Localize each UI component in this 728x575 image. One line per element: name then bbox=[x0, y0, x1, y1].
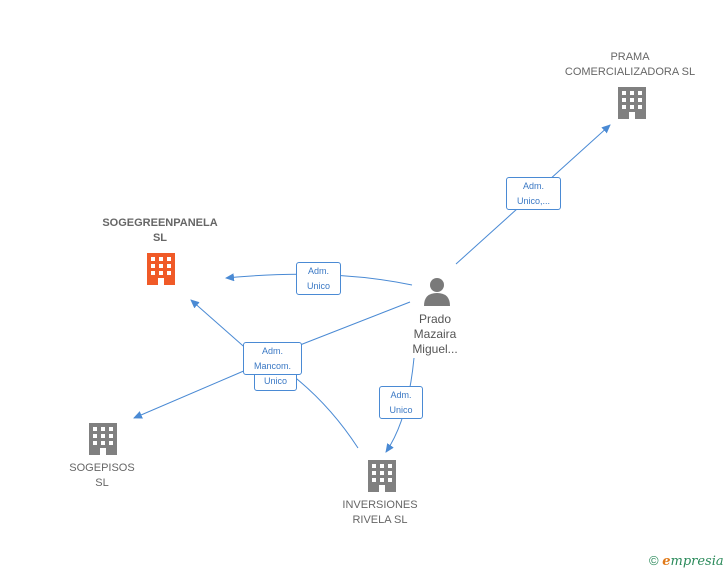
edge-label-adm-unico-prama[interactable]: Adm. Unico,... bbox=[506, 177, 561, 210]
edge-mancom-inversiones bbox=[291, 374, 359, 449]
sogepisos-label-line-1: SOGEPISOS bbox=[69, 462, 135, 474]
prama-label-line-2: COMERCIALIZADORA SL bbox=[564, 66, 696, 78]
edge-label-line-2: Unico,... bbox=[516, 196, 550, 206]
logo-e: e bbox=[662, 554, 671, 569]
edge-label-adm-unico-sogegreenpanela[interactable]: Adm. Unico bbox=[296, 262, 341, 295]
edge-label-line-1: Adm. bbox=[307, 266, 329, 276]
sogegreenpanela-label-line-2: SL bbox=[152, 232, 168, 244]
empresia-logo: empresia bbox=[662, 554, 723, 569]
prama-label[interactable]: PRAMA COMERCIALIZADORA SL bbox=[545, 50, 715, 80]
edge-mancom-sogepisos bbox=[133, 369, 247, 419]
prama-building-icon[interactable] bbox=[618, 87, 646, 119]
inversiones-label-line-1: INVERSIONES bbox=[342, 499, 418, 511]
edge-label-line-2: Unico bbox=[306, 281, 330, 291]
inversiones-building-icon[interactable] bbox=[368, 460, 396, 492]
footer-brand[interactable]: © empresia bbox=[649, 553, 724, 569]
edge-label-line-1: Unico bbox=[263, 376, 287, 386]
person-label[interactable]: Prado Mazaira Miguel... bbox=[395, 312, 475, 357]
sogegreenpanela-label-line-1: SOGEGREENPANELA bbox=[102, 217, 218, 229]
inversiones-label-line-2: RIVELA SL bbox=[352, 514, 408, 526]
copyright-symbol: © bbox=[649, 553, 659, 568]
person-label-line-3: Miguel... bbox=[412, 342, 458, 356]
inversiones-label[interactable]: INVERSIONES RIVELA SL bbox=[325, 498, 435, 528]
sogepisos-label-line-2: SL bbox=[95, 477, 109, 489]
edge-label-unico-back[interactable]: Unico bbox=[254, 370, 297, 391]
edge-label-line-1: Adm. bbox=[261, 346, 283, 356]
sogepisos-label[interactable]: SOGEPISOS SL bbox=[50, 461, 154, 491]
prama-label-line-1: PRAMA bbox=[610, 51, 650, 63]
edge-label-line-1: Adm. bbox=[522, 181, 544, 191]
edge-label-adm-unico-inversiones[interactable]: Adm. Unico bbox=[379, 386, 423, 419]
person-label-line-1: Prado bbox=[418, 312, 452, 326]
edge-label-line-2: Unico bbox=[389, 405, 413, 415]
edge-label-line-1: Adm. bbox=[390, 390, 412, 400]
edge-label-line-2: Mancom. bbox=[253, 361, 291, 371]
edge-person-mancom bbox=[299, 301, 411, 346]
sogepisos-building-icon[interactable] bbox=[89, 423, 117, 455]
person-icon[interactable] bbox=[424, 278, 450, 306]
person-label-line-2: Mazaira bbox=[413, 327, 457, 341]
edge-label-adm-mancom[interactable]: Adm. Mancom. bbox=[243, 342, 302, 375]
edge-mancom-sogegreenpanela bbox=[190, 299, 251, 353]
sogegreenpanela-label[interactable]: SOGEGREENPANELA SL bbox=[80, 216, 240, 246]
sogegreenpanela-building-icon[interactable] bbox=[147, 253, 175, 285]
logo-rest: mpresia bbox=[670, 554, 724, 569]
